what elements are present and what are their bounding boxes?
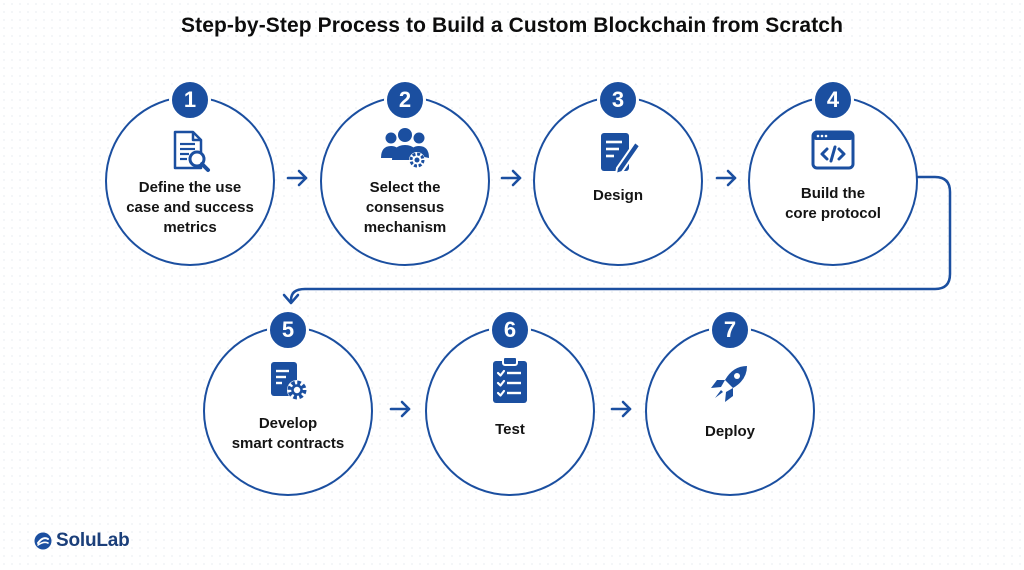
step-number-badge: 2: [384, 79, 426, 121]
step-number-badge: 5: [267, 309, 309, 351]
team-gear-icon: [381, 128, 429, 168]
page-title: Step-by-Step Process to Build a Custom B…: [181, 14, 843, 37]
document-pencil-icon: [601, 133, 641, 176]
step-label: Test: [495, 421, 525, 438]
code-window-icon: [811, 130, 855, 170]
step-number-badge: 4: [812, 79, 854, 121]
brand-name: SoluLab: [56, 530, 130, 551]
arrow-right-icon: [286, 169, 308, 187]
step-number-badge: 6: [489, 309, 531, 351]
document-gear-icon: [271, 362, 307, 400]
step-3: 3 Design: [533, 79, 703, 266]
step-number-badge: 1: [169, 79, 211, 121]
step-6: 6 Test: [425, 309, 595, 496]
rocket-icon: [711, 366, 747, 402]
brand-logo: SoluLab: [34, 529, 130, 553]
step-label: Design: [592, 187, 643, 204]
clipboard-checklist-icon: [493, 356, 527, 403]
step-label: Define the use case and success metrics: [126, 179, 254, 236]
solulab-logo-icon: [34, 532, 52, 550]
step-2: 2 Select the consensus mechanism: [320, 79, 490, 266]
step-number-badge: 3: [597, 79, 639, 121]
step-label: Deploy: [704, 423, 755, 440]
arrow-right-icon: [610, 400, 632, 418]
step-label: Build the core protocol: [785, 185, 881, 222]
step-number-badge: 7: [709, 309, 751, 351]
document-search-icon: [173, 130, 210, 172]
step-4: 4 Build the core protocol: [748, 79, 918, 266]
step-label: Develop smart contracts: [231, 415, 345, 452]
step-1: 1 Define the use case and success metric…: [105, 79, 275, 266]
arrow-right-icon: [715, 169, 737, 187]
step-5: 5 Develop smart contracts: [203, 309, 373, 496]
arrow-right-icon: [389, 400, 411, 418]
step-7: 7 Deploy: [645, 309, 815, 496]
step-label: Select the consensus mechanism: [363, 179, 447, 236]
arrow-right-icon: [500, 169, 522, 187]
